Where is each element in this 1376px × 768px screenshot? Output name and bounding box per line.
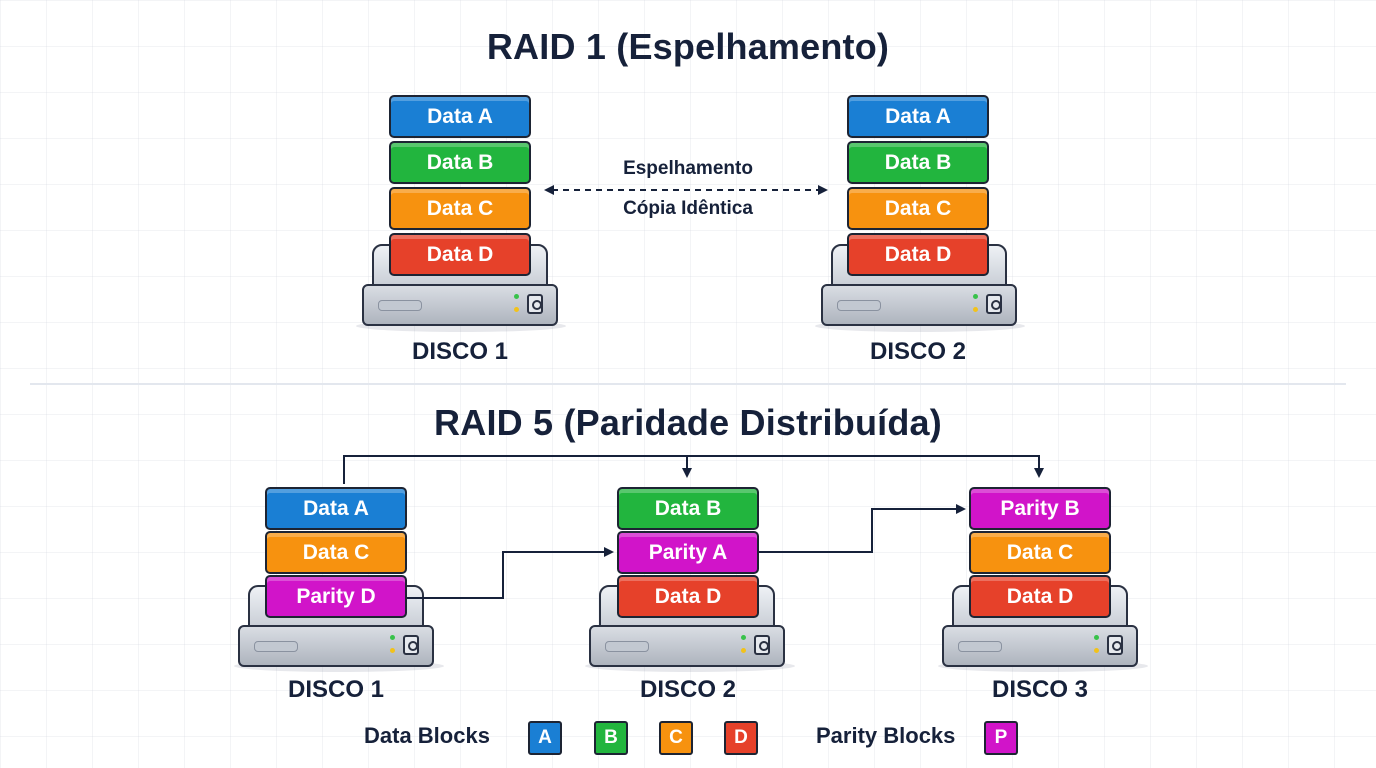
block-data-d: Data D	[389, 233, 531, 276]
block-parity-b: Parity B	[969, 487, 1111, 530]
section-divider	[30, 383, 1346, 385]
raid1-title: RAID 1 (Espelhamento)	[486, 26, 890, 67]
disk-label: DISCO 3	[991, 676, 1089, 703]
block-data-d: Data D	[847, 233, 989, 276]
hdd-icon	[754, 635, 770, 655]
disk-label: DISCO 2	[869, 338, 967, 365]
legend-swatch-c: C	[659, 721, 693, 755]
disk-label: DISCO 1	[411, 338, 509, 365]
hard-drive-icon	[942, 585, 1138, 667]
legend-parity-label: Parity Blocks	[816, 723, 956, 748]
block-data-c: Data C	[847, 187, 989, 230]
hdd-icon	[986, 294, 1002, 314]
parity-arrow-a-to-b	[759, 504, 966, 553]
block-data-b: Data B	[617, 487, 759, 530]
hdd-icon	[527, 294, 543, 314]
legend-swatch-a: A	[528, 721, 562, 755]
mirror-label-bottom: Cópia Idêntica	[623, 198, 753, 219]
block-data-a: Data A	[389, 95, 531, 138]
block-data-c: Data C	[969, 531, 1111, 574]
block-data-b: Data B	[847, 141, 989, 184]
disk-label: DISCO 2	[639, 676, 737, 703]
block-parity-a: Parity A	[617, 531, 759, 574]
block-data-d: Data D	[617, 575, 759, 618]
legend-swatch-b: B	[594, 721, 628, 755]
mirror-label-top: Espelhamento	[623, 158, 753, 179]
hdd-icon	[1107, 635, 1123, 655]
legend-swatch-d: D	[724, 721, 758, 755]
block-data-a: Data A	[847, 95, 989, 138]
disk-label: DISCO 1	[287, 676, 385, 703]
legend-data-label: Data Blocks	[364, 723, 490, 748]
block-data-b: Data B	[389, 141, 531, 184]
raid5-title: RAID 5 (Paridade Distribuída)	[434, 402, 942, 443]
legend-swatch-p: P	[984, 721, 1018, 755]
block-data-c: Data C	[265, 531, 407, 574]
block-data-c: Data C	[389, 187, 531, 230]
parity-arrow-top	[343, 455, 1044, 484]
block-parity-d: Parity D	[265, 575, 407, 618]
block-data-d: Data D	[969, 575, 1111, 618]
parity-arrow-d-to-a	[407, 547, 614, 599]
hdd-icon	[403, 635, 419, 655]
block-data-a: Data A	[265, 487, 407, 530]
